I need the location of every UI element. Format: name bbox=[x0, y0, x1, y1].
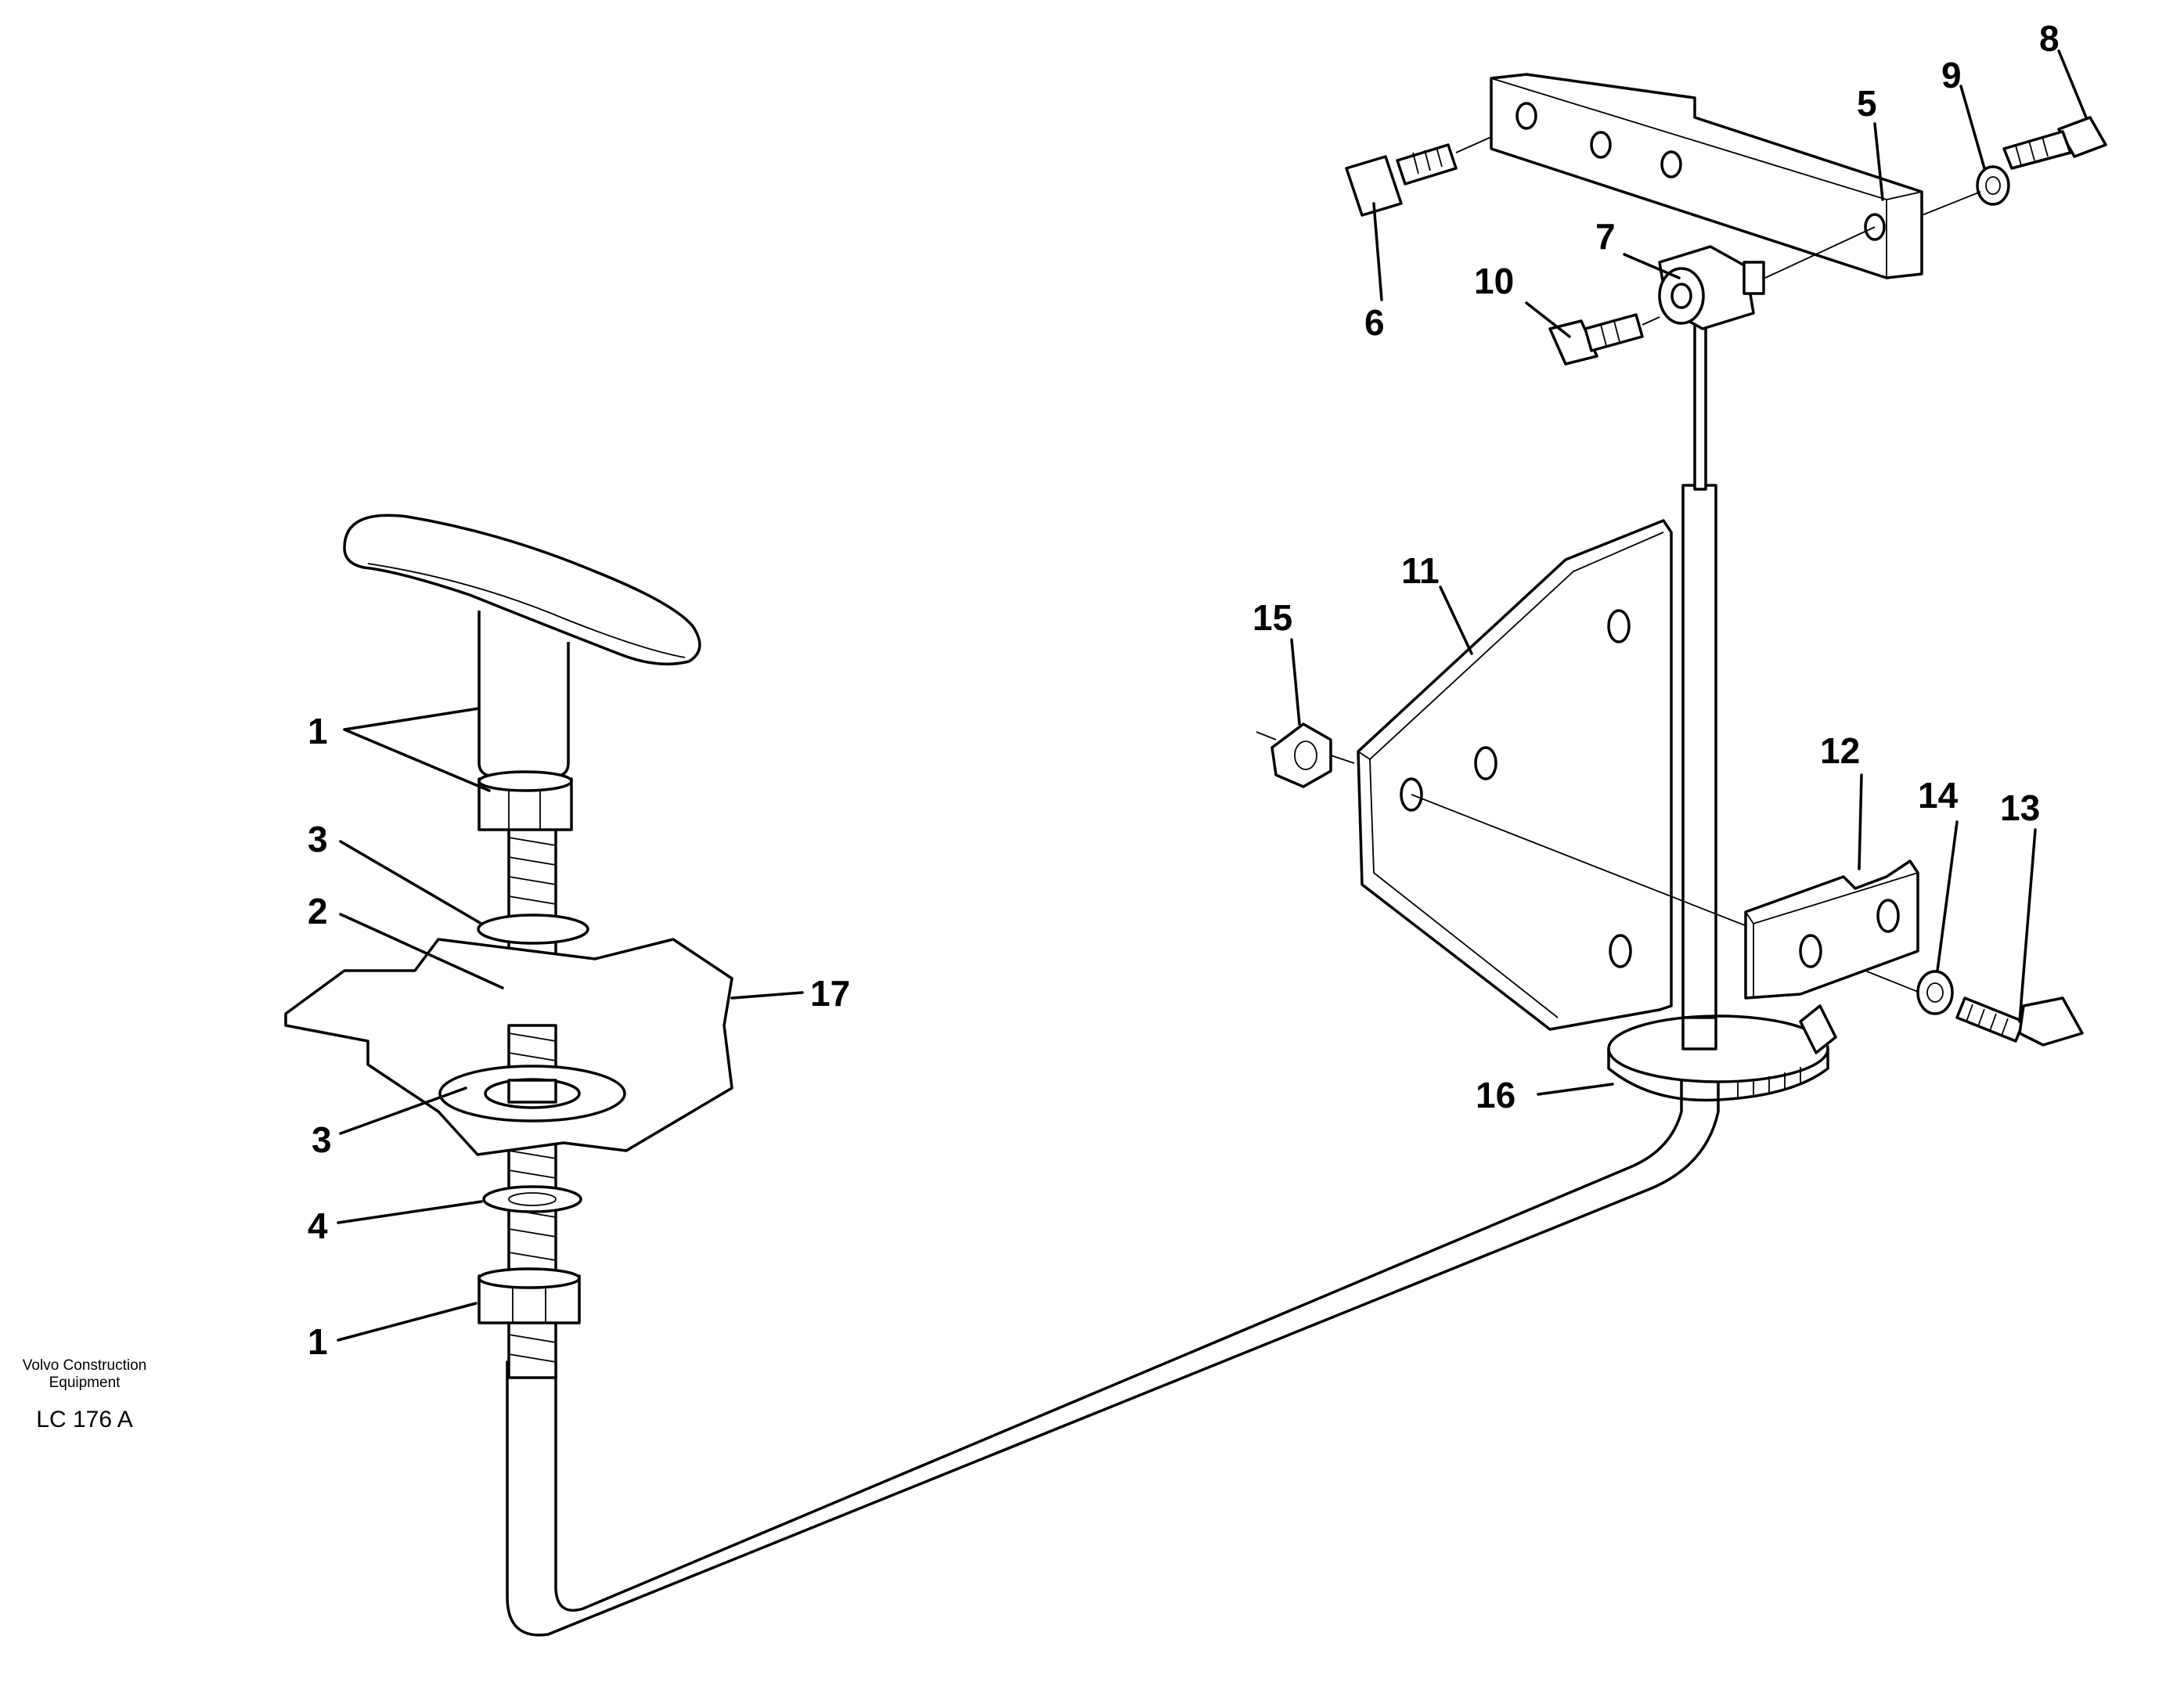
callout-2: 2 bbox=[308, 891, 328, 931]
callout-10: 10 bbox=[1474, 261, 1514, 301]
callout-8: 8 bbox=[2039, 18, 2060, 59]
callout-9: 9 bbox=[1941, 55, 1962, 95]
t-handle-assembly bbox=[284, 513, 733, 1379]
callout-17: 17 bbox=[810, 973, 850, 1014]
callout-11: 11 bbox=[1401, 550, 1440, 591]
callout-14: 14 bbox=[1918, 775, 1959, 816]
callout-1-top: 1 bbox=[308, 711, 328, 751]
callout-3-upper: 3 bbox=[308, 819, 328, 859]
callout-16: 16 bbox=[1476, 1075, 1515, 1115]
credit-line-1: Volvo Construction bbox=[23, 1357, 146, 1374]
callout-12: 12 bbox=[1820, 730, 1860, 771]
callout-4: 4 bbox=[308, 1205, 328, 1246]
leader-lines bbox=[337, 49, 2088, 1342]
callout-3-lower: 3 bbox=[312, 1119, 332, 1160]
drawing-code: LC 176 A bbox=[36, 1407, 132, 1432]
callout-13: 13 bbox=[2000, 787, 2040, 828]
credit-block: Volvo Construction Equipment LC 176 A bbox=[23, 1357, 146, 1432]
callout-15: 15 bbox=[1252, 597, 1292, 638]
hose-clamp bbox=[1607, 1004, 1837, 1102]
callout-1-bottom: 1 bbox=[308, 1321, 328, 1362]
top-bracket-assembly bbox=[1345, 73, 2107, 366]
side-plate-assembly bbox=[1256, 519, 2084, 1047]
credit-line-2: Equipment bbox=[49, 1375, 121, 1391]
callout-7: 7 bbox=[1595, 216, 1616, 257]
callout-labels: 1 3 2 3 4 1 17 5 6 7 8 9 10 11 12 13 14 … bbox=[308, 18, 2060, 1362]
callout-5: 5 bbox=[1857, 83, 1877, 124]
control-cable bbox=[506, 312, 1720, 1637]
callout-6: 6 bbox=[1364, 302, 1385, 343]
